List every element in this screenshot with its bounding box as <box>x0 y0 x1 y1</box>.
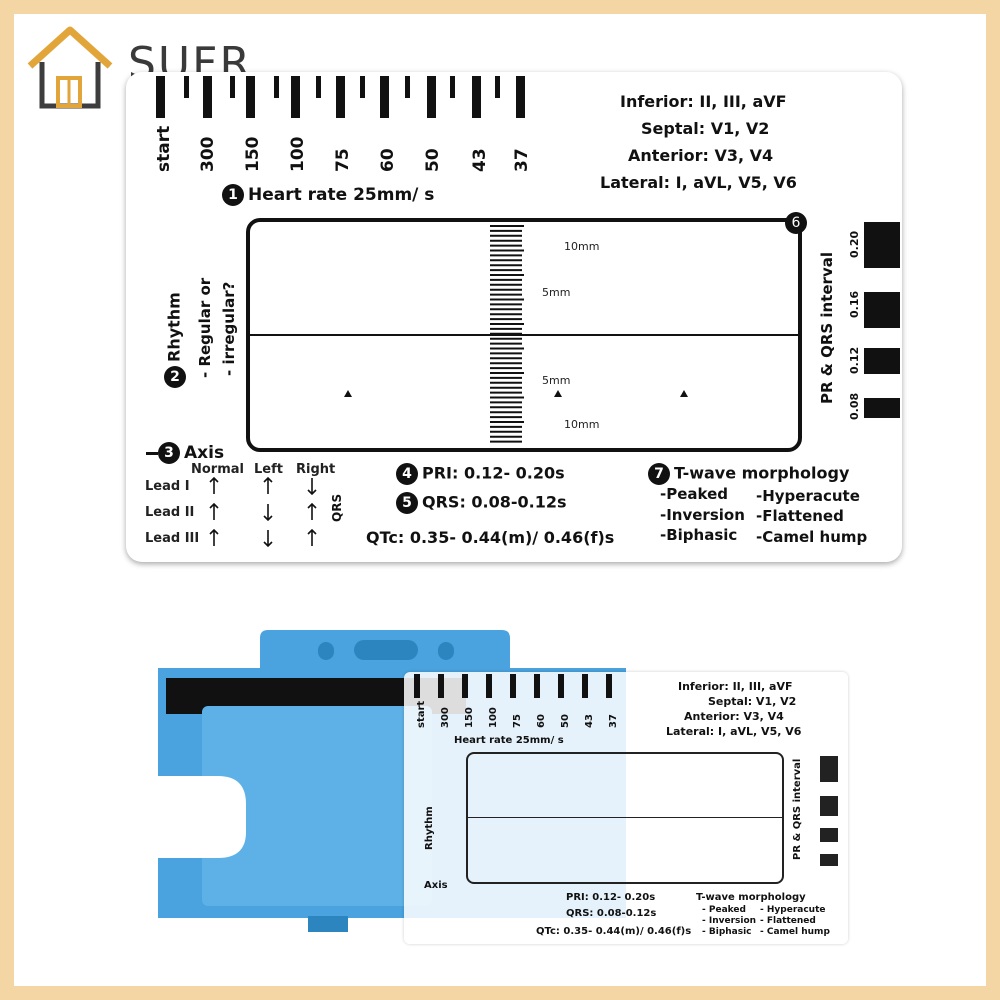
twave-inversion: -Inversion <box>660 506 745 524</box>
twave-flattened: -Flattened <box>756 507 844 525</box>
photo2-twave: T-wave morphology <box>696 892 806 903</box>
photo2-region-septal: Septal: V1, V2 <box>708 695 797 708</box>
photo2-region-lateral: Lateral: I, aVL, V5, V6 <box>666 725 802 738</box>
twave-peaked: -Peaked <box>660 485 728 503</box>
interval-016: 0.16 <box>848 290 861 318</box>
ruler-label-43: 43 <box>470 148 490 172</box>
photo2-ruler-50: 50 <box>560 714 571 728</box>
house-icon <box>27 26 113 109</box>
photo2-qtc: QTc: 0.35- 0.44(m)/ 0.46(f)s <box>536 926 692 937</box>
photo2-twave-camel-hump: - Camel hump <box>760 927 830 937</box>
mm-scale <box>490 225 524 443</box>
axis-arrows <box>209 476 317 548</box>
twave-camel-hump: -Camel hump <box>756 528 868 546</box>
photo2-ruler-150: 150 <box>464 707 475 728</box>
axis-header-right: Right <box>296 462 336 477</box>
photo2-ruler-43: 43 <box>584 714 595 728</box>
region-inferior: Inferior: II, III, aVF <box>620 92 787 111</box>
region-septal: Septal: V1, V2 <box>641 119 770 138</box>
photo2-region-inferior: Inferior: II, III, aVF <box>678 680 793 693</box>
scale-top-10mm: 10mm <box>564 240 600 253</box>
interval-008: 0.08 <box>848 392 861 420</box>
rhythm-label: 2Rhythm <box>164 292 186 388</box>
photo2-ruler-300: 300 <box>440 707 451 728</box>
photo2-rhythm: Rhythm <box>424 806 435 850</box>
triangle-markers <box>344 390 688 397</box>
photo2-baseline <box>467 817 783 818</box>
photo2-twave-inversion: - Inversion <box>702 916 757 926</box>
axis-header-normal: Normal <box>191 462 244 477</box>
photo2-region-anterior: Anterior: V3, V4 <box>684 710 784 723</box>
ruler-label-60: 60 <box>378 148 398 172</box>
baseline <box>248 334 800 336</box>
lead-ii: Lead II <box>145 505 195 520</box>
photo2-ruler-bars <box>414 674 612 698</box>
ruler-label-50: 50 <box>423 148 443 172</box>
rhythm-line2: - Regular or <box>196 277 214 378</box>
lead-iii: Lead III <box>145 531 200 546</box>
photo2-pri: PRI: 0.12- 0.20s <box>566 892 656 903</box>
interval-bars <box>864 222 900 418</box>
photo2-twave-flattened: - Flattened <box>760 916 816 926</box>
ruler-label-75: 75 <box>333 148 353 172</box>
photo2-ruler-60: 60 <box>536 714 547 728</box>
photo2-heart-rate: Heart rate 25mm/ s <box>454 735 564 746</box>
clear-card-overlay <box>404 672 848 944</box>
photo2-interval: PR & QRS interval <box>792 758 803 860</box>
qtc-label: QTc: 0.35- 0.44(m)/ 0.46(f)s <box>366 528 615 547</box>
scale-top-5mm: 5mm <box>542 286 571 299</box>
ruler-label-37: 37 <box>512 148 532 172</box>
scale-bottom-10mm: 10mm <box>564 418 600 431</box>
photo2-ruler-37: 37 <box>608 714 619 728</box>
region-anterior: Anterior: V3, V4 <box>628 146 774 165</box>
photo2-ruler-100: 100 <box>488 707 499 728</box>
rhythm-line3: - irregular? <box>220 281 238 376</box>
interval-012: 0.12 <box>848 346 861 374</box>
interval-020: 0.20 <box>848 230 861 258</box>
photo2-twave-hyperacute: - Hyperacute <box>760 905 826 915</box>
ruler-label-150: 150 <box>243 136 263 173</box>
region-lateral: Lateral: I, aVL, V5, V6 <box>600 173 797 192</box>
axis-header-left: Left <box>254 462 283 477</box>
lead-i: Lead I <box>145 479 190 494</box>
photo2-measurement-box <box>466 752 784 884</box>
photo2-qrs: QRS: 0.08-0.12s <box>566 908 657 919</box>
interval-title: PR & QRS interval <box>818 252 836 404</box>
twave-biphasic: -Biphasic <box>660 526 738 544</box>
photo2-interval-bars <box>820 756 838 866</box>
ecg-ruler-card <box>126 72 902 562</box>
photo2-twave-peaked: - Peaked <box>702 905 746 915</box>
box-number-6: 6 <box>785 212 807 234</box>
photo2-ruler-75: 75 <box>512 714 523 728</box>
heart-rate-ruler-bars <box>156 76 525 118</box>
ruler-label-300: 300 <box>198 136 218 173</box>
photo2-twave-biphasic: - Biphasic <box>702 927 752 937</box>
photo2-ruler-start: start <box>416 700 427 728</box>
scale-bottom-5mm: 5mm <box>542 374 571 387</box>
ruler-label-100: 100 <box>288 136 308 173</box>
twave-hyperacute: -Hyperacute <box>756 487 860 505</box>
photo2-axis: Axis <box>424 880 448 891</box>
ruler-label-start: start <box>154 125 174 172</box>
axis-qrs-label: QRS <box>330 493 344 522</box>
